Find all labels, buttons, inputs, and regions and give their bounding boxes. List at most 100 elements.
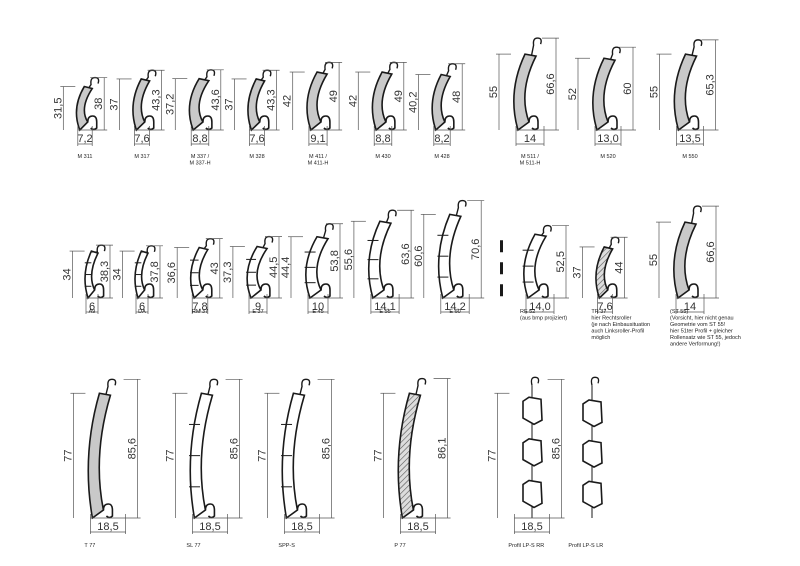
bottom-hook [607,115,618,131]
chain-link [522,479,543,509]
right-height-value: 53,8 [329,250,341,271]
profile-name-label: E 60 [449,309,460,315]
bottom-hook [688,283,699,299]
top-hook [105,378,117,395]
profile-profil-lp-s-lr: Profil LP-S LR [568,376,603,549]
right-height-value: 66,6 [705,241,717,262]
top-hook [530,376,540,386]
right-height-value: 38 [93,98,105,110]
profile-m-337: 43,637,28,8M 337 /M 337-H [164,69,224,167]
right-height-value: 49 [328,90,340,102]
bottom-hook [385,115,396,131]
profile-a9: 38,3 34 6A9 [62,244,113,315]
profile-name-label: E 37 [252,309,263,315]
slat-body [132,78,151,132]
left-height-value: 37 [224,98,236,110]
top-hook [203,237,215,249]
right-height-value: 43,3 [266,89,278,110]
profile-name-label: M 430 [375,154,390,160]
profile-note-line: hier 51ter Profil + gleicher [670,329,733,335]
profile-name-label: RE 52 [520,309,535,315]
bottom-width-value: 18,5 [199,521,220,533]
right-height-value: 49 [393,90,405,102]
right-height-value: 48 [451,91,463,103]
top-hook [145,69,157,81]
top-hook [385,209,397,223]
bottom-hook [204,503,216,519]
right-height-value: 63,6 [400,243,412,264]
profile-note-line: (Vorsicht, hier nicht genau [670,316,734,322]
left-height-value: 34 [62,268,74,280]
bottom-width-value: 14 [684,301,696,313]
profile-name-label: DA [138,309,146,315]
right-height-value: 43,6 [210,89,222,110]
right-height-value: 65,3 [705,74,717,95]
profile-name-label: A9 [89,309,96,315]
left-height-value: 77 [372,450,384,462]
bottom-width-value: 7,6 [134,133,149,145]
left-height-value: 42 [282,95,294,107]
slat-body [306,71,329,132]
top-hook [690,205,702,224]
right-height-value: 85,6 [229,438,241,459]
profile-note-line: Rollensatz wie ST 55, jedoch [670,335,741,341]
left-height-value: 55 [649,86,661,98]
bottom-hook [320,283,331,299]
profile-note-line: (je nach Einbausituation [591,322,650,328]
bottom-width-value: 14 [524,133,536,145]
right-height-value: 38,3 [99,261,111,282]
profile-name-label: SL 77 [186,543,200,549]
bottom-width-value: 18,5 [97,521,118,533]
slat-body [673,221,698,300]
bottom-width-value: 6 [89,301,95,313]
slat-body [247,78,266,132]
profile-name-label: T 77 [84,543,95,549]
top-hook [609,46,621,60]
right-height-value: 85,6 [551,438,563,459]
bottom-width-value: 7,6 [249,133,264,145]
right-height-value: 44 [614,262,626,274]
profile-name-label: M 411 / [309,154,327,160]
bottom-hook [296,503,308,519]
profile-name-label: P 77 [394,543,405,549]
bottom-hook [102,503,114,519]
right-height-value: 43 [209,262,221,274]
left-height-value: 55 [648,254,660,266]
profile-name-label: M 337 / [191,154,210,160]
top-hook [608,236,620,249]
bottom-hook [453,283,464,299]
bottom-hook [86,115,98,131]
bottom-width-value: 9,1 [310,133,325,145]
left-height-value: 37,3 [222,262,234,283]
right-height-value: 37,8 [149,261,161,282]
profile-e-37: 44,537,39E 37 [222,235,282,315]
slat-body [431,73,452,132]
chain-link [582,480,603,509]
bottom-hook [606,283,618,299]
left-height-value: 37 [572,266,584,278]
left-height-value: 40,2 [407,92,419,113]
top-hook [387,61,399,74]
bottom-hook [143,115,155,131]
chain-link [582,439,603,468]
top-hook [145,245,156,254]
right-height-value: 86,1 [437,438,449,459]
profile-name-label: M 311 [78,154,93,160]
right-height-value: 66,6 [545,73,557,94]
bottom-width-value: 10 [312,301,324,313]
profile-note-line: Geometrie vom ST 55! [670,322,726,328]
slat-body [592,57,617,132]
profile-note-line: auch Linksroller-Profil [591,329,644,335]
profile-name-label: M 428 [434,154,449,160]
bottom-hook [320,115,331,131]
top-hook [541,224,552,236]
